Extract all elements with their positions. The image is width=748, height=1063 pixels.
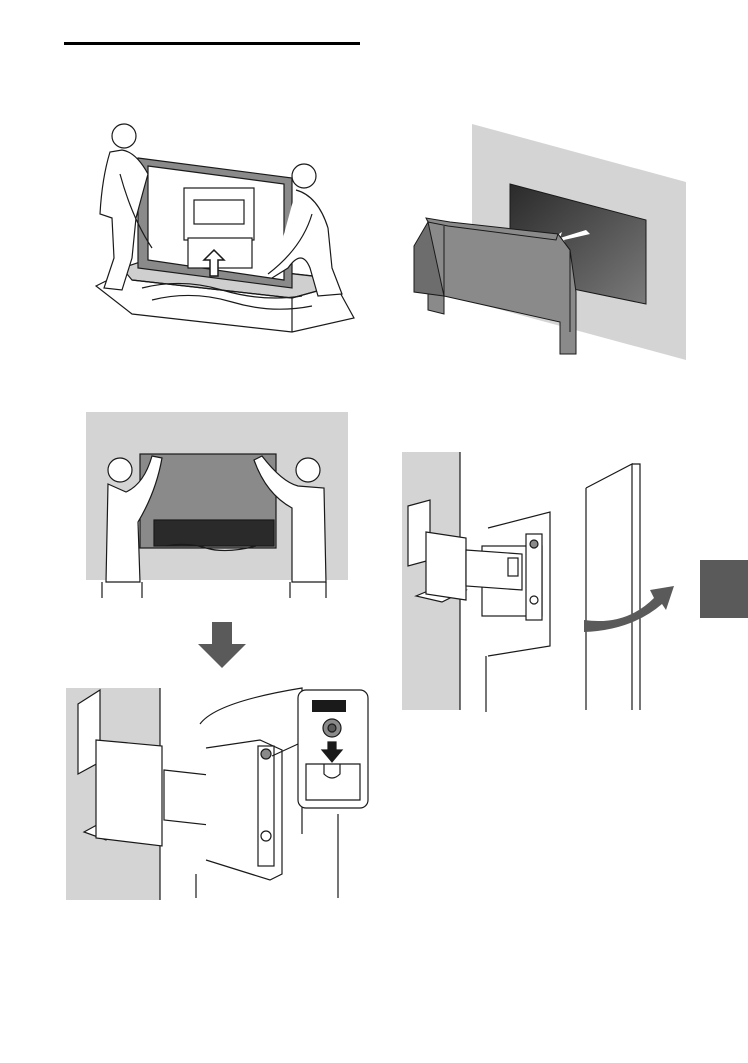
bracket-hook-illustration xyxy=(66,684,372,902)
down-arrow-icon xyxy=(196,622,248,670)
hang-tv-illustration xyxy=(86,412,350,598)
swing-open-illustration xyxy=(400,450,690,712)
header-rule xyxy=(64,42,360,45)
unpack-illustration xyxy=(92,118,358,340)
section-tab xyxy=(700,560,748,618)
cover-removal-illustration xyxy=(410,122,688,362)
